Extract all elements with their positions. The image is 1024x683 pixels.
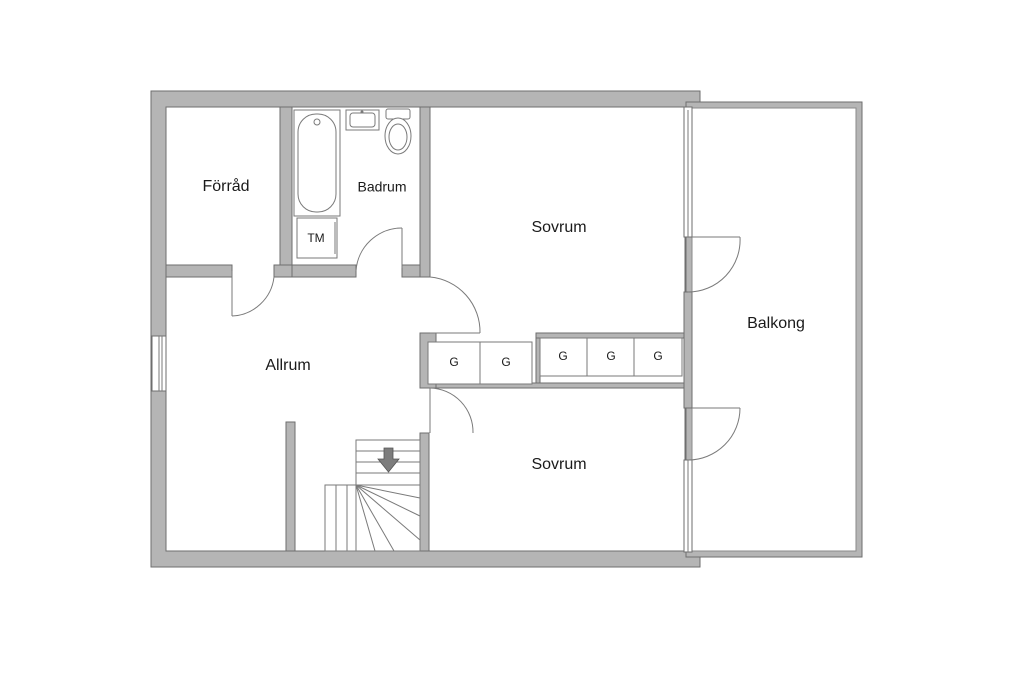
wardrobe-label: G — [606, 349, 615, 363]
room-label-balkong: Balkong — [747, 315, 805, 332]
wardrobe-label: G — [501, 355, 510, 369]
wardrobe-label: G — [449, 355, 458, 369]
doors — [231, 227, 741, 461]
balcony — [685, 101, 863, 558]
wardrobes: G G G G G — [427, 337, 683, 385]
washing-machine — [296, 217, 338, 259]
room-label-forrad: Förråd — [202, 177, 249, 195]
room-label-allrum: Allrum — [265, 357, 310, 374]
room-label-sovrum-top: Sovrum — [531, 219, 586, 236]
bathroom-fixtures — [293, 108, 412, 259]
room-label-sovrum-bottom: Sovrum — [531, 456, 586, 473]
wardrobe-label: G — [653, 349, 662, 363]
stairs-down-arrow-icon — [377, 447, 400, 473]
tm-label: TM — [307, 231, 324, 245]
stairs — [324, 439, 421, 552]
sink-icon — [345, 109, 380, 131]
wardrobe-label: G — [558, 349, 567, 363]
bathtub-icon — [293, 109, 341, 217]
room-label-badrum: Badrum — [357, 179, 406, 195]
toilet-icon — [384, 108, 412, 155]
